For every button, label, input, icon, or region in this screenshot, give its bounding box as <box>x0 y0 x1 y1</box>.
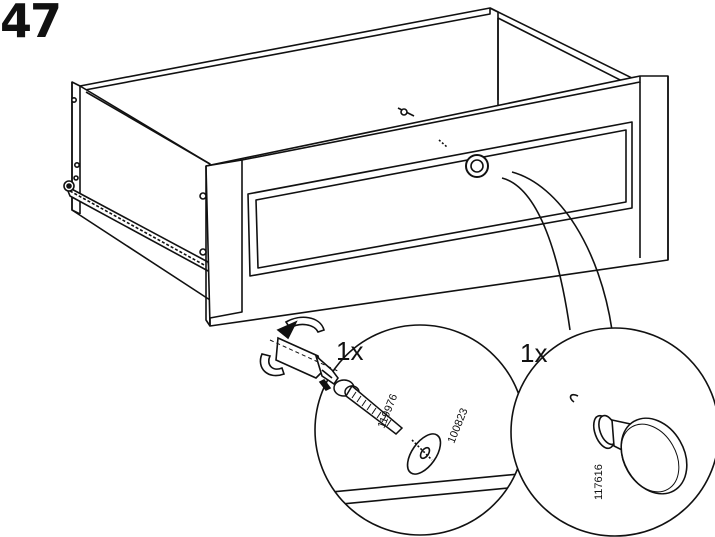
drawer <box>64 8 668 326</box>
knob-quantity-label: 1x <box>520 338 547 368</box>
knob-part-number: 117616 <box>593 464 605 500</box>
screw-quantity-label: 1x <box>336 336 363 366</box>
